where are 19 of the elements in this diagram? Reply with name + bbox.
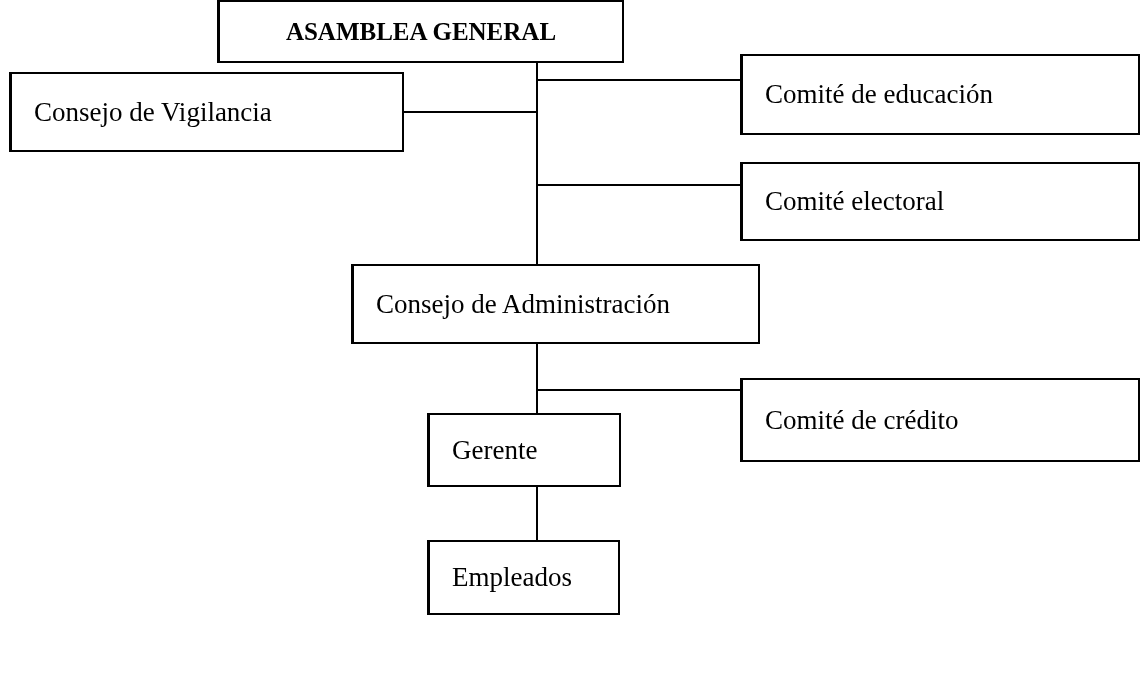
org-box bbox=[217, 0, 624, 63]
box-label: Comité electoral bbox=[765, 186, 945, 217]
connector-line bbox=[536, 486, 538, 541]
box-label: Empleados bbox=[452, 562, 572, 593]
org-box bbox=[351, 264, 760, 344]
connector-line bbox=[536, 343, 538, 414]
box-label: Consejo de Administración bbox=[376, 288, 670, 320]
box-label: Gerente bbox=[452, 434, 538, 466]
box-label: Comité de crédito bbox=[765, 404, 959, 436]
box-label: Consejo de Vigilancia bbox=[34, 96, 272, 128]
org-box bbox=[427, 413, 621, 487]
org-box bbox=[9, 72, 404, 152]
org-box bbox=[740, 378, 1140, 462]
box-label: Comité de educación bbox=[765, 79, 993, 110]
org-box bbox=[740, 54, 1140, 135]
box-label: ASAMBLEA GENERAL bbox=[285, 17, 557, 46]
org-box bbox=[427, 540, 620, 615]
org-box bbox=[740, 162, 1140, 241]
connector-line bbox=[536, 62, 538, 265]
